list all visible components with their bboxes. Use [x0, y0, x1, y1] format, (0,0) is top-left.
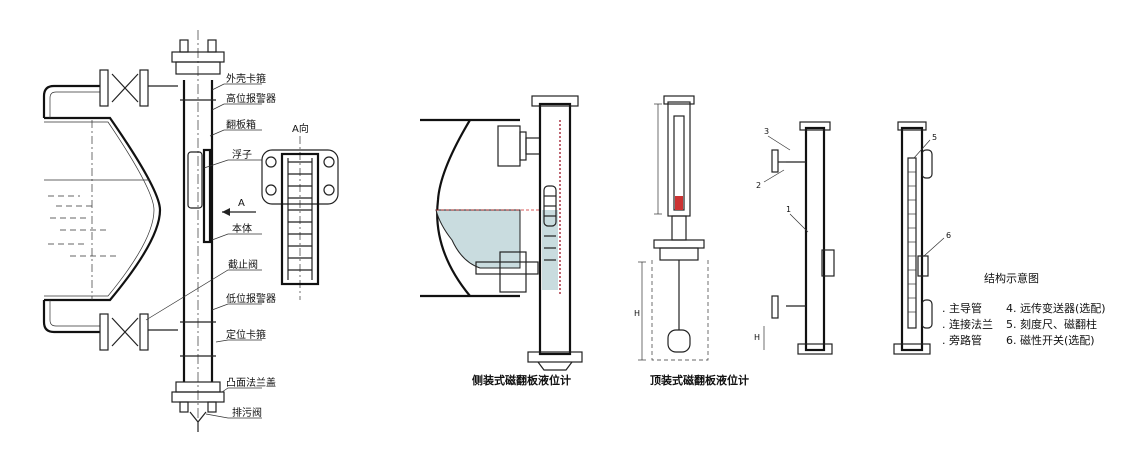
callout-6: 6	[946, 231, 951, 240]
figure-1-labels: 外壳卡箍 高位报警器 翻板箱 浮子 本体 截止阀 低位报警器 定位卡箍 凸面法兰…	[226, 72, 276, 419]
figure-4-column: H 3 2 1	[754, 121, 835, 355]
tank-vessel	[44, 116, 162, 302]
dim-h-side: H	[754, 333, 760, 342]
view-a-flip-segments	[287, 158, 313, 280]
label-flange-cover: 凸面法兰盖	[226, 376, 276, 389]
callout-2: 2	[756, 181, 761, 190]
label-stop-valve: 截止阀	[228, 258, 258, 271]
label-drain-valve: 排污阀	[232, 406, 262, 419]
figure-5-scale-view: 5 6	[893, 121, 951, 355]
label-high-alarm: 高位报警器	[226, 92, 276, 105]
dim-h-top: H	[634, 309, 640, 318]
legend-item-6: 6. 磁性开关(选配)	[1006, 333, 1095, 347]
label-flip-box: 翻板箱	[226, 118, 256, 131]
legend-item-2: . 连接法兰	[942, 317, 993, 331]
callout-1: 1	[786, 205, 791, 214]
label-low-alarm: 低位报警器	[226, 292, 276, 305]
label-outer-clamp: 外壳卡箍	[226, 72, 266, 85]
caption-top-mounted: 顶装式磁翻板液位计	[650, 373, 749, 387]
legend: 结构示意图 . 主导管 4. 远传变送器(选配) . 连接法兰 5. 刻度尺、磁…	[942, 271, 1106, 347]
label-view-a: A向	[292, 122, 309, 135]
callout-5: 5	[932, 133, 937, 142]
label-arrow-a: A	[238, 198, 245, 209]
legend-title: 结构示意图	[984, 271, 1039, 285]
figure-1-view-a: A向	[261, 122, 339, 300]
figure-1-assembly	[42, 30, 262, 432]
caption-side-mounted: 侧装式磁翻板液位计	[472, 373, 571, 387]
label-float: 浮子	[232, 149, 252, 161]
label-body: 本体	[232, 222, 252, 235]
legend-item-1: . 主导管	[942, 301, 982, 315]
legend-item-5: 5. 刻度尺、磁翻柱	[1006, 317, 1097, 331]
legend-item-4: 4. 远传变送器(选配)	[1006, 301, 1106, 315]
figure-2-side-mounted	[420, 95, 583, 371]
figure-3-top-mounted: H	[634, 95, 709, 361]
label-position-clamp: 定位卡箍	[226, 328, 266, 341]
callout-3: 3	[764, 127, 769, 136]
legend-item-3: . 旁路管	[942, 333, 982, 347]
